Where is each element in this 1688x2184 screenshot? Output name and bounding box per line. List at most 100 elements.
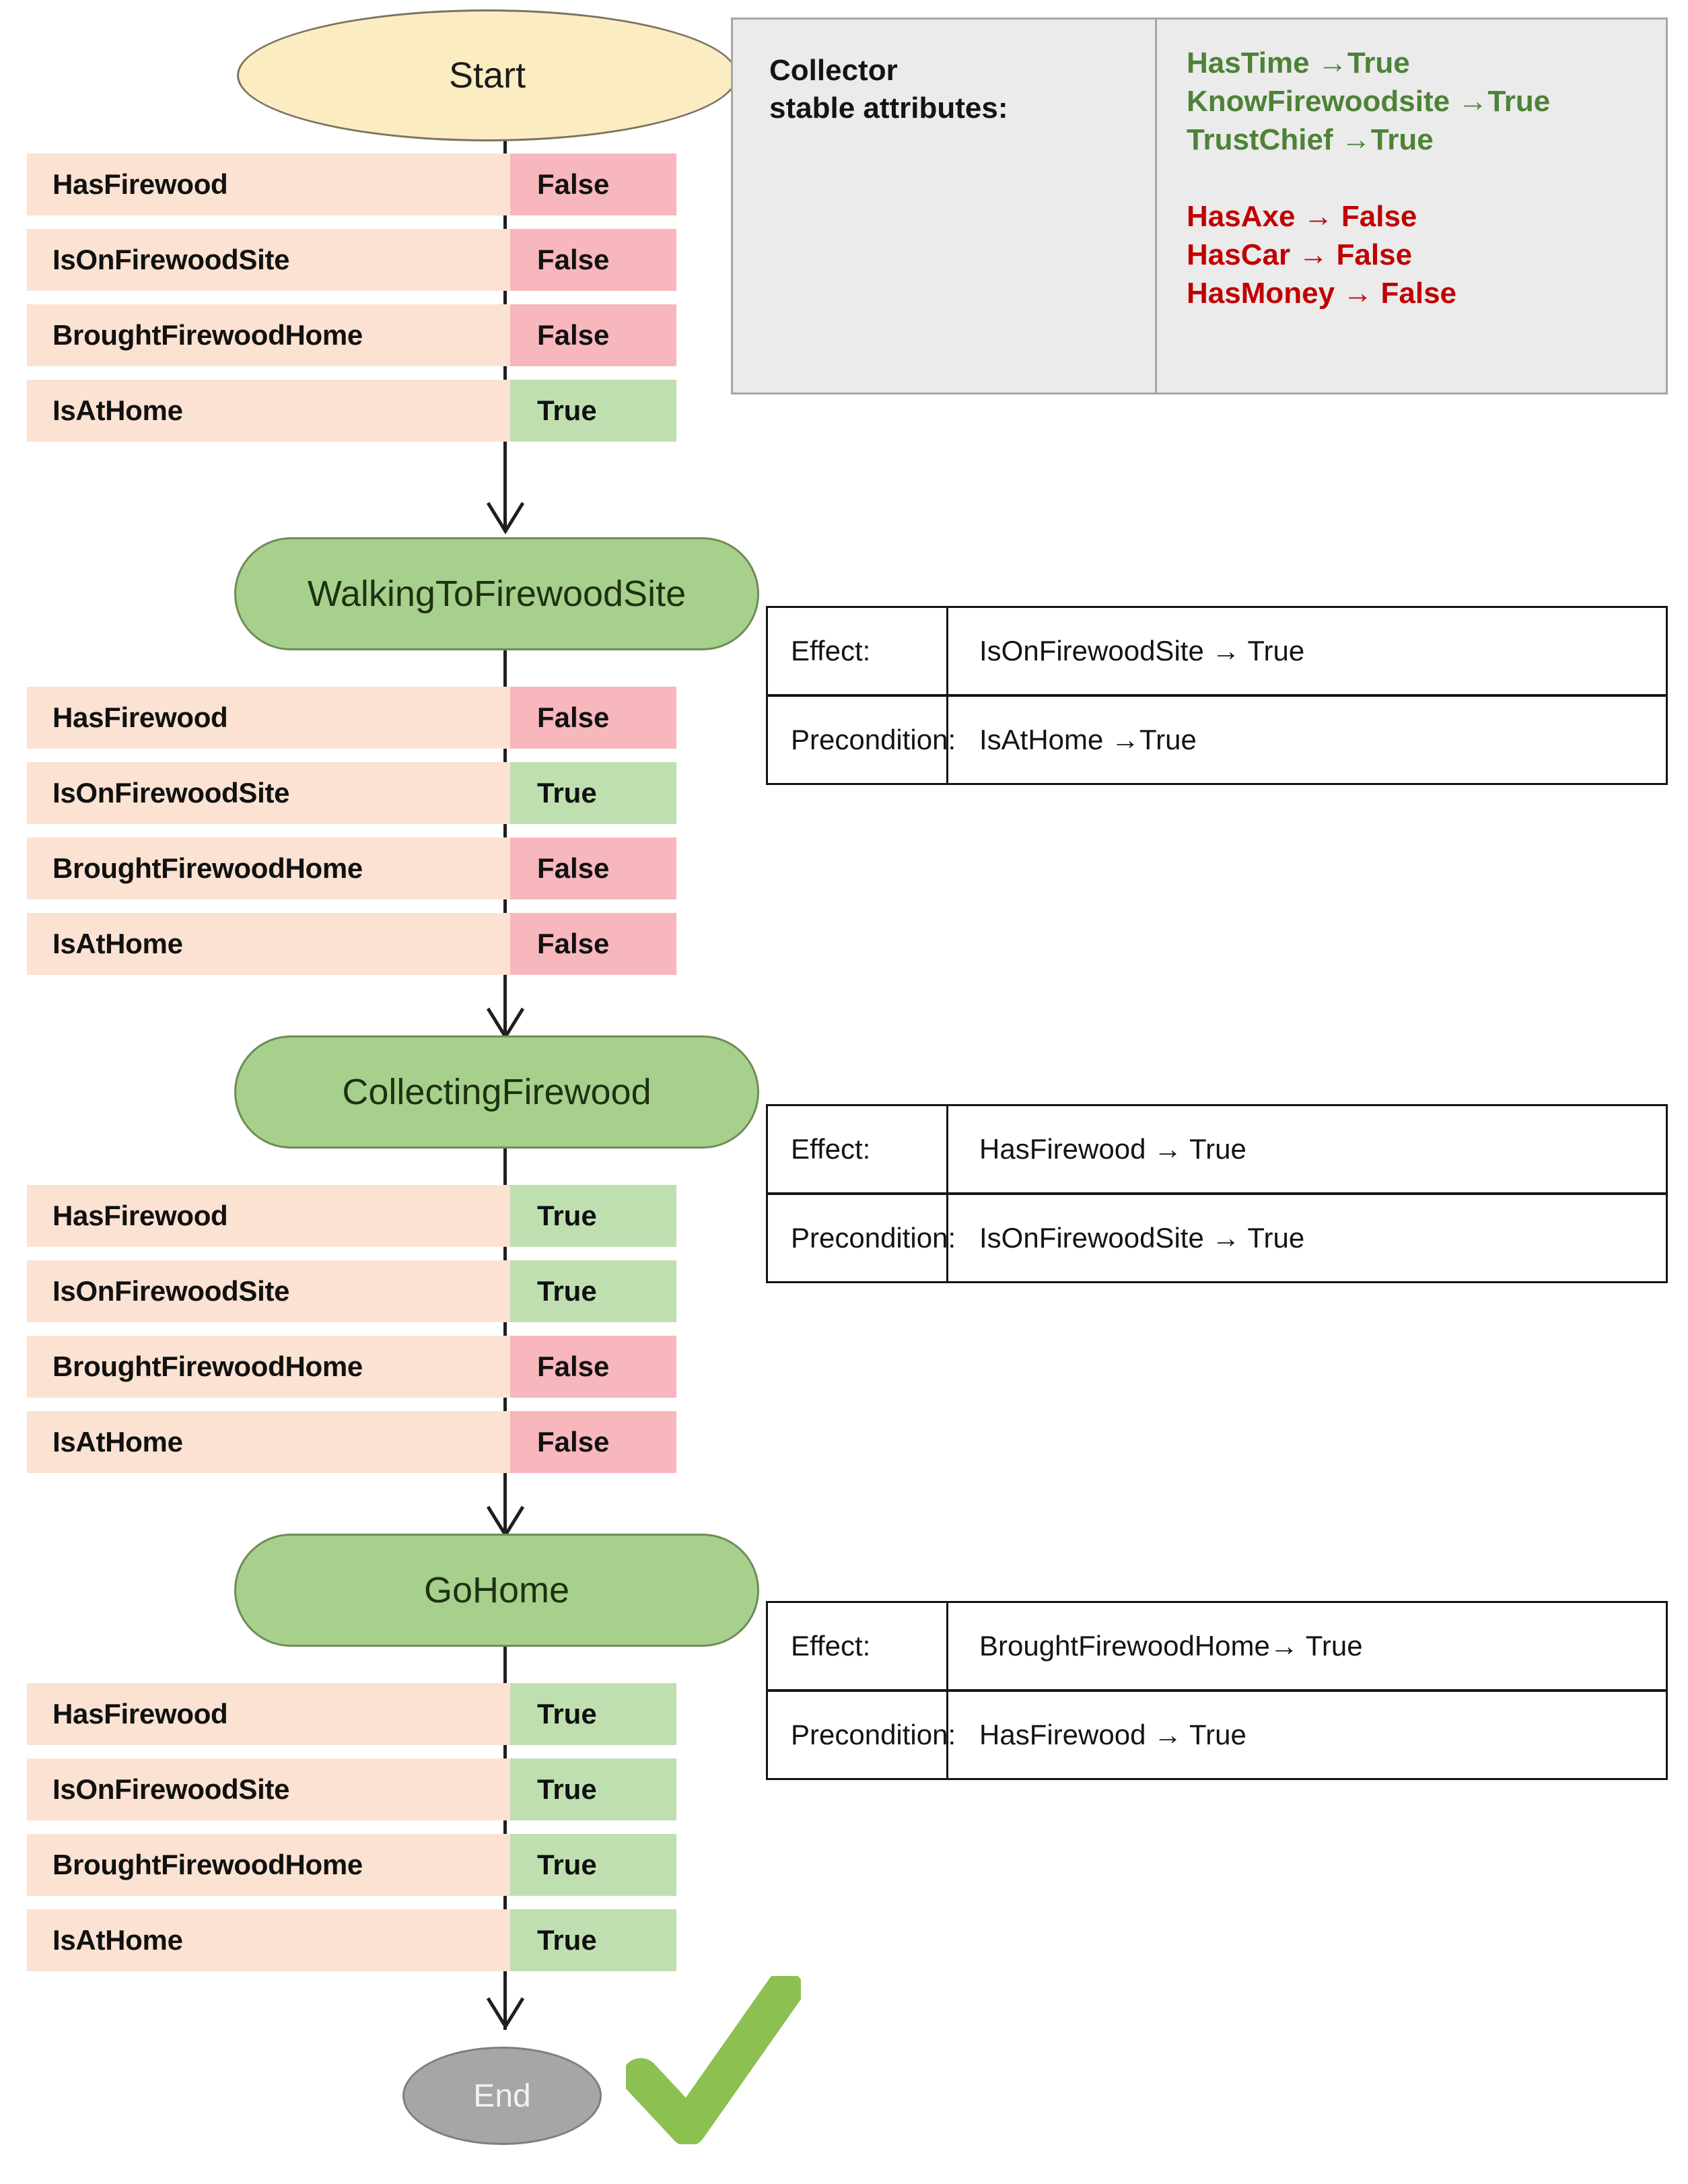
attr-hastime: HasTime →True: [1187, 46, 1410, 79]
arrow-head-to-walking: [486, 501, 525, 535]
action-node-label: WalkingToFirewoodSite: [307, 574, 687, 614]
flow-line-gohome-to-end: [503, 1633, 507, 2030]
state-value: False: [510, 1336, 676, 1398]
state-value: False: [510, 153, 676, 215]
effect-label: Effect:: [768, 1603, 948, 1689]
attr-trustchief: TrustChief →True: [1187, 123, 1434, 157]
state-key: HasFirewood: [27, 687, 510, 749]
precondition-value: IsOnFirewoodSite → True: [979, 1222, 1305, 1254]
state-key: HasFirewood: [27, 1185, 510, 1247]
state-key: IsOnFirewoodSite: [27, 762, 510, 824]
state-table-initial: HasFirewood False IsOnFirewoodSite False…: [27, 153, 676, 442]
table-row: HasFirewood True: [27, 1683, 676, 1745]
effect-label: Effect:: [768, 608, 948, 694]
state-value: True: [510, 380, 676, 442]
start-node[interactable]: Start: [237, 9, 738, 141]
table-row: IsOnFirewoodSite True: [27, 1260, 676, 1322]
effect-label: Effect:: [768, 1106, 948, 1192]
attr-hasmoney: HasMoney → False: [1187, 276, 1457, 310]
state-table-after-walking: HasFirewood False IsOnFirewoodSite True …: [27, 687, 676, 975]
state-value: True: [510, 1834, 676, 1896]
precondition-value: HasFirewood → True: [979, 1719, 1246, 1750]
state-value: True: [510, 1185, 676, 1247]
effect-value: HasFirewood → True: [979, 1133, 1246, 1165]
state-key: IsOnFirewoodSite: [27, 1759, 510, 1820]
table-row: IsAtHome True: [27, 380, 676, 442]
state-value: True: [510, 1683, 676, 1745]
arrow-head-to-collecting: [486, 1006, 525, 1040]
state-value: True: [510, 1909, 676, 1971]
effect-row: Effect: IsOnFirewoodSite → True: [768, 608, 1666, 694]
table-row: BroughtFirewoodHome False: [27, 304, 676, 366]
precondition-row: Precondition: HasFirewood → True: [768, 1689, 1666, 1778]
end-node[interactable]: End: [402, 2047, 602, 2145]
table-row: IsOnFirewoodSite False: [27, 229, 676, 291]
table-row: BroughtFirewoodHome False: [27, 1336, 676, 1398]
state-value: True: [510, 1759, 676, 1820]
attr-knowfirewoodsite: KnowFirewoodsite →True: [1187, 85, 1551, 118]
state-key: IsAtHome: [27, 913, 510, 975]
effect-value: IsOnFirewoodSite → True: [979, 635, 1305, 667]
collector-stable-attributes-box: Collector stable attributes: HasTime →Tr…: [731, 18, 1668, 395]
state-key: IsOnFirewoodSite: [27, 229, 510, 291]
action-node-go-home[interactable]: GoHome: [234, 1534, 759, 1647]
table-row: IsAtHome False: [27, 913, 676, 975]
action-node-label: CollectingFirewood: [342, 1072, 652, 1112]
state-key: HasFirewood: [27, 1683, 510, 1745]
state-value: True: [510, 762, 676, 824]
precondition-row: Precondition: IsOnFirewoodSite → True: [768, 1192, 1666, 1281]
arrow-head-to-gohome: [486, 1505, 525, 1538]
arrow-head-to-end: [486, 1996, 525, 2030]
check-mark-icon: [622, 1971, 804, 2146]
action-node-collecting-firewood[interactable]: CollectingFirewood: [234, 1035, 759, 1149]
state-key: IsAtHome: [27, 380, 510, 442]
table-row: HasFirewood False: [27, 153, 676, 215]
state-value: False: [510, 229, 676, 291]
state-value: False: [510, 687, 676, 749]
end-node-label: End: [473, 2078, 531, 2114]
attr-spacer: [1187, 160, 1666, 197]
state-key: BroughtFirewoodHome: [27, 304, 510, 366]
precondition-label: Precondition:: [768, 697, 956, 783]
state-value: False: [510, 913, 676, 975]
table-row: HasFirewood True: [27, 1185, 676, 1247]
state-key: BroughtFirewoodHome: [27, 1834, 510, 1896]
state-key: IsOnFirewoodSite: [27, 1260, 510, 1322]
effect-value: BroughtFirewoodHome→ True: [979, 1630, 1363, 1662]
attr-hasaxe: HasAxe → False: [1187, 199, 1417, 233]
collecting-firewood-table: Effect: HasFirewood → True Precondition:…: [766, 1104, 1668, 1283]
state-key: BroughtFirewoodHome: [27, 1336, 510, 1398]
collector-title-line1: Collector: [769, 54, 898, 87]
start-node-label: Start: [448, 55, 526, 96]
state-table-after-gohome: HasFirewood True IsOnFirewoodSite True B…: [27, 1683, 676, 1971]
table-row: IsOnFirewoodSite True: [27, 762, 676, 824]
table-row: HasFirewood False: [27, 687, 676, 749]
precondition-row: Precondition: IsAtHome →True: [768, 694, 1666, 783]
precondition-label: Precondition:: [768, 1195, 956, 1281]
state-key: BroughtFirewoodHome: [27, 838, 510, 899]
collector-title: Collector stable attributes:: [733, 20, 1157, 393]
state-value: True: [510, 1260, 676, 1322]
state-value: False: [510, 1411, 676, 1473]
precondition-label: Precondition:: [768, 1692, 956, 1778]
table-row: BroughtFirewoodHome False: [27, 838, 676, 899]
collector-title-line2: stable attributes:: [769, 92, 1008, 125]
table-row: IsAtHome False: [27, 1411, 676, 1473]
attr-hascar: HasCar → False: [1187, 238, 1413, 271]
state-value: False: [510, 304, 676, 366]
state-table-after-collecting: HasFirewood True IsOnFirewoodSite True B…: [27, 1185, 676, 1473]
walking-to-firewood-site-table: Effect: IsOnFirewoodSite → True Precondi…: [766, 606, 1668, 785]
state-key: IsAtHome: [27, 1909, 510, 1971]
table-row: BroughtFirewoodHome True: [27, 1834, 676, 1896]
action-node-label: GoHome: [423, 1570, 570, 1610]
action-node-walking-to-firewood-site[interactable]: WalkingToFirewoodSite: [234, 537, 759, 650]
state-key: IsAtHome: [27, 1411, 510, 1473]
state-value: False: [510, 838, 676, 899]
go-home-table: Effect: BroughtFirewoodHome→ True Precon…: [766, 1601, 1668, 1780]
precondition-value: IsAtHome →True: [979, 724, 1197, 755]
collector-attribute-list: HasTime →True KnowFirewoodsite →True Tru…: [1157, 20, 1666, 393]
effect-row: Effect: HasFirewood → True: [768, 1106, 1666, 1192]
table-row: IsOnFirewoodSite True: [27, 1759, 676, 1820]
state-key: HasFirewood: [27, 153, 510, 215]
